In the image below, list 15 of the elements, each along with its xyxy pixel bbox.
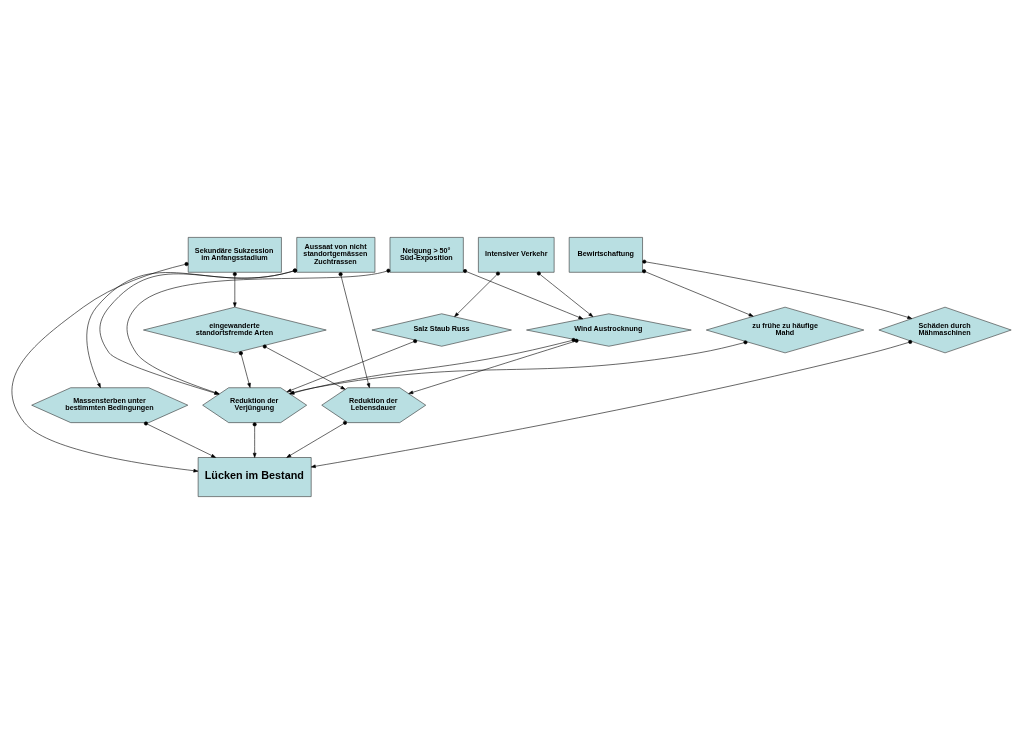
arrow [252, 421, 257, 458]
arrow [641, 259, 912, 319]
arrow [641, 268, 754, 317]
arrow [232, 271, 237, 307]
arrow [285, 420, 347, 458]
node-box: Lücken im Bestand [197, 456, 311, 497]
arrow [11, 261, 198, 472]
arrow [338, 271, 370, 388]
arrow [536, 271, 593, 317]
arrow [462, 268, 583, 319]
arrow [143, 420, 216, 458]
arrow [453, 271, 500, 317]
arrow [286, 338, 417, 392]
arrow [238, 350, 251, 388]
arrow [262, 344, 345, 390]
